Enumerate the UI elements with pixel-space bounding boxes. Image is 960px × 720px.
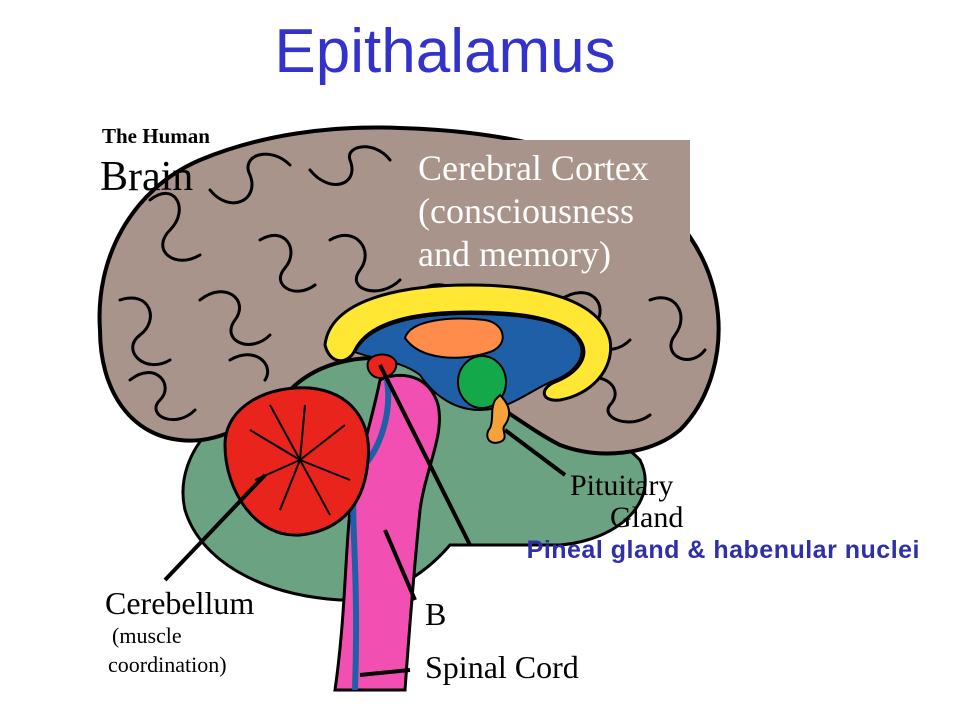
cortex-label-line1: Cerebral Cortex — [418, 148, 649, 188]
pituitary-gland — [486, 393, 511, 444]
diagram-header-small: The Human — [102, 124, 210, 148]
pineal-callout-label: Pineal gland & habenular nuclei — [526, 536, 920, 564]
cortex-label-line2: (consciousness — [418, 191, 634, 231]
cortex-label-panel — [410, 140, 690, 280]
pineal-pointer-line — [378, 364, 472, 546]
cerebellum-label-line1: Cerebellum — [105, 585, 254, 621]
spinal-cord-pointer-line — [359, 668, 411, 677]
pituitary-label-line1: Pituitary — [570, 469, 673, 502]
spinal-cord-label: Spinal Cord — [425, 649, 579, 685]
hypothalamus — [457, 355, 507, 409]
diagram-header-large: Brain — [100, 154, 193, 200]
cerebellum-pointer-line — [163, 473, 267, 582]
brainstem-label-partial: B — [425, 596, 446, 632]
cerebellum-label-line2: (muscle — [112, 623, 182, 648]
slide-title: Epithalamus — [274, 17, 616, 86]
cortex-label-line3: and memory) — [418, 234, 611, 274]
cerebellum-label-line3: coordination) — [108, 652, 227, 677]
pituitary-pointer-line — [503, 428, 567, 477]
brainstem-pointer-line — [383, 529, 417, 601]
corpus-callosum — [323, 283, 613, 402]
pituitary-label-line2: Gland — [610, 501, 683, 534]
cerebellum-folia — [249, 404, 351, 516]
thalamus — [403, 317, 504, 359]
